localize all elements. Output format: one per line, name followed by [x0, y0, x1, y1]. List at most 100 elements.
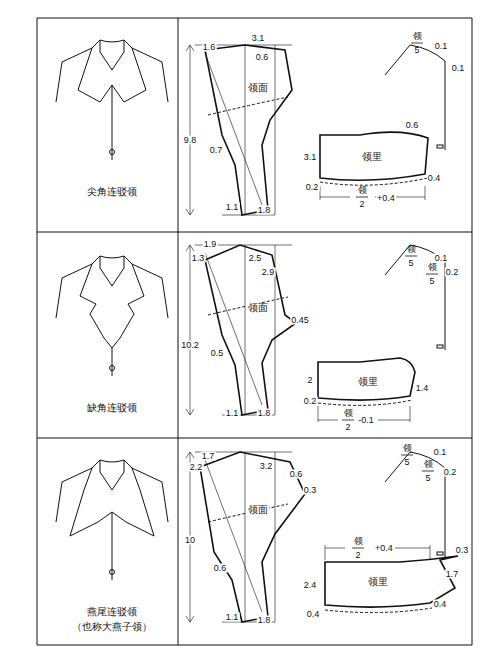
dimension-label: 领 [427, 263, 438, 272]
piece-name: 领面 [247, 303, 269, 313]
dimension-label: 10.2 [180, 341, 200, 350]
collar-caption: 燕尾连驳领 [86, 607, 138, 617]
fold-line [208, 297, 288, 315]
dimension-label: 1.8 [257, 409, 272, 418]
placket-line [112, 348, 113, 376]
seam-line [325, 608, 432, 613]
dimension-label: 1.9 [203, 240, 218, 249]
buttonhole-mark [437, 145, 443, 148]
collar-sketch [112, 460, 168, 536]
dimension-label: 2 [344, 423, 351, 432]
collar-under-piece [318, 358, 415, 400]
dimension-label: 5 [424, 474, 431, 483]
dimension-label: 0.45 [290, 316, 310, 325]
construction-line [195, 245, 292, 415]
fraction-bar [411, 43, 423, 44]
table-grid [37, 18, 472, 645]
collar-face-piece [200, 452, 305, 622]
collar-caption: 尖角连驳领 [86, 187, 138, 197]
dimension-label: 2 [358, 200, 365, 209]
fraction-bar [356, 197, 368, 198]
dimension-line [186, 245, 194, 415]
pattern-lines [37, 18, 472, 645]
dimension-label: 2.9 [261, 268, 276, 277]
buttonhole-mark [437, 345, 443, 348]
dimension-label: 3.1 [303, 153, 318, 162]
collar-sketch [56, 40, 112, 102]
dimension-label: 5 [407, 259, 414, 268]
button [110, 150, 115, 155]
dimension-label: 0.2 [305, 183, 320, 192]
collar-sketch [100, 460, 124, 462]
dimension-label: 10 [184, 536, 196, 545]
collar-sketch [112, 256, 168, 348]
dimension-label: 领 [423, 460, 434, 469]
piece-name: 领面 [247, 505, 269, 515]
button [110, 570, 115, 575]
dimension-label: 0.3 [455, 546, 470, 555]
dimension-line [320, 186, 425, 200]
collar-sketch [56, 460, 112, 536]
table-frame [37, 18, 472, 645]
roll-line [205, 253, 262, 405]
dimension-label: 0.2 [445, 268, 460, 277]
dimension-label: 2.2 [189, 463, 204, 472]
piece-name: 领里 [357, 377, 379, 387]
dimension-label: 1.7 [445, 570, 460, 579]
dimension-label: 0.2 [303, 397, 318, 406]
dimension-label: -0.1 [357, 416, 375, 425]
dimension-label: 3.2 [259, 462, 274, 471]
collar-sketch [112, 40, 168, 102]
roll-line [205, 460, 262, 612]
fold-line [208, 504, 288, 522]
dimension-label: 0.1 [451, 64, 466, 73]
dimension-label: 0.1 [433, 448, 448, 457]
dimension-label: 0.1 [434, 42, 449, 51]
dimension-label: 1.4 [415, 384, 430, 393]
fraction-bar [426, 274, 438, 275]
roll-line [205, 53, 262, 205]
collar-face-piece [205, 245, 296, 415]
dimension-label: 0.6 [213, 564, 228, 573]
dimension-label: 0.5 [210, 349, 225, 358]
dimension-label: 0.3 [303, 486, 318, 495]
dimension-label: 0.2 [443, 468, 458, 477]
collar-sketch [100, 256, 124, 258]
bodice-neckline [385, 452, 445, 557]
piece-name: 领面 [247, 83, 269, 93]
seam-line [318, 400, 412, 405]
dimension-label: 5 [428, 277, 435, 286]
dimension-label: 2.4 [303, 581, 318, 590]
fraction-bar [422, 471, 434, 472]
dimension-label: 0.4 [427, 174, 442, 183]
dimension-label: 0.4 [306, 610, 321, 619]
dimension-label: 0.7 [209, 146, 224, 155]
dimension-label: 2.5 [248, 254, 263, 263]
dimension-label: 3.1 [251, 34, 266, 43]
dimension-label: 1.7 [201, 452, 216, 461]
fraction-bar [352, 548, 364, 549]
dimension-label: 1.3 [191, 254, 206, 263]
fraction-bar [405, 256, 417, 257]
button [110, 366, 115, 371]
dimension-label: 1.8 [257, 616, 272, 625]
dimension-label: 0.6 [405, 121, 420, 130]
fold-line [208, 97, 288, 115]
dimension-label: 9.8 [183, 136, 198, 145]
dimension-label: 1.1 [225, 613, 240, 622]
dimension-label: 领 [402, 444, 413, 453]
placket-line [112, 85, 113, 160]
dimension-label: 1.1 [225, 409, 240, 418]
dimension-label: 领 [353, 537, 364, 546]
collar-caption: 缺角连驳领 [86, 403, 138, 413]
dimension-label: 1.8 [257, 206, 272, 215]
dimension-label: 2 [354, 551, 361, 560]
dimension-label: 领 [357, 186, 368, 195]
collar-sketch [56, 256, 112, 348]
piece-name: 领里 [361, 152, 383, 162]
dimension-label: 领 [343, 409, 354, 418]
buttonhole-mark [437, 552, 443, 555]
dimension-label: +0.4 [374, 544, 394, 553]
collar-sketch [100, 40, 124, 42]
